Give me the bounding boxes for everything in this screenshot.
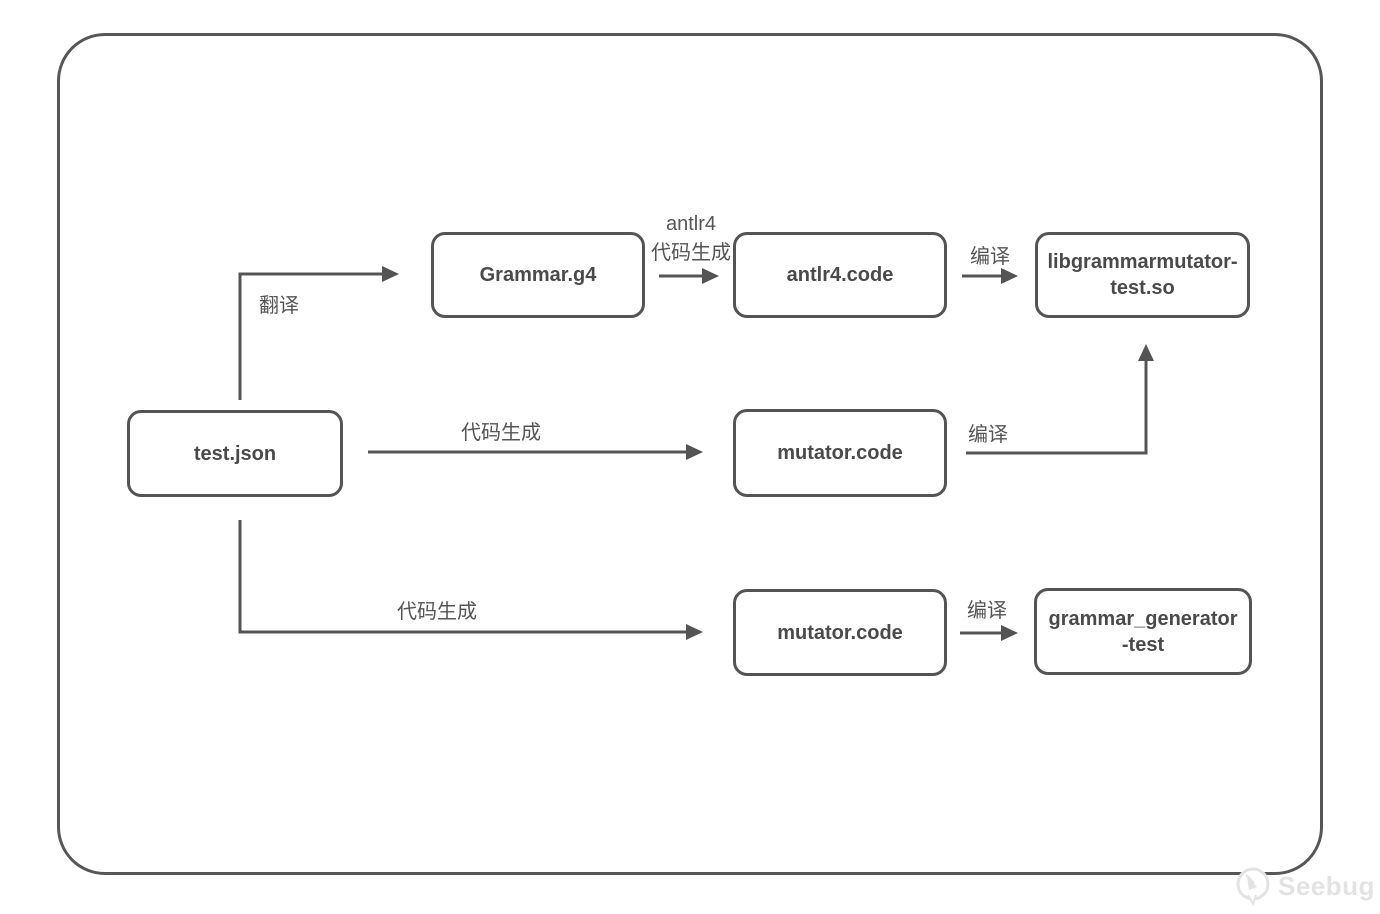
arrow-compile-top [962, 268, 1018, 284]
node-antlr4-code-label: antlr4.code [786, 264, 894, 286]
node-antlr4-code: antlr4.code [733, 232, 947, 318]
node-mutator-code-bottom: mutator.code [733, 589, 947, 676]
edge-label-codegen-mid: 代码生成 [461, 422, 541, 444]
node-grammar-generator-line2: -test [1121, 633, 1165, 656]
seebug-watermark: Seebug [1234, 864, 1375, 908]
edge-label-antlr4-codegen-line2: 代码生成 [651, 242, 731, 264]
edge-label-translate: 翻译 [259, 295, 299, 317]
node-libgrammarmutator-line1: libgrammarmutator- [1047, 251, 1238, 273]
edge-label-compile-bottom: 编译 [967, 600, 1007, 622]
node-libgrammarmutator-test-so: libgrammarmutator- test.so [1035, 232, 1250, 318]
arrow-antlr4-codegen [659, 268, 719, 284]
edge-label-compile-mid: 编译 [968, 424, 1008, 446]
edge-label-codegen-bottom: 代码生成 [397, 601, 477, 623]
arrow-compile-bottom [960, 625, 1018, 641]
arrow-codegen-mid [368, 444, 703, 460]
arrow-translate [238, 266, 399, 400]
node-mutator-code-bottom-label: mutator.code [777, 621, 903, 644]
edge-label-antlr4-codegen: antlr4 代码生成 [651, 210, 731, 268]
node-grammar-generator-line1: grammar_generator [1048, 607, 1238, 630]
node-mutator-code-mid: mutator.code [733, 409, 947, 497]
node-test-json-label: test.json [193, 442, 277, 465]
seebug-logo-icon [1236, 867, 1270, 907]
arrow-codegen-bottom [238, 520, 703, 640]
outer-frame [57, 33, 1323, 875]
node-mutator-code-mid-label: mutator.code [777, 442, 903, 464]
seebug-watermark-text: Seebug [1278, 870, 1375, 901]
arrow-compile-mid [966, 344, 1154, 455]
node-grammar-g4: Grammar.g4 [431, 232, 645, 318]
node-test-json: test.json [127, 410, 343, 497]
edge-label-antlr4-codegen-line1: antlr4 [665, 213, 717, 235]
node-grammar-g4-label: Grammar.g4 [479, 264, 597, 286]
node-grammar-generator-test: grammar_generator -test [1034, 588, 1252, 675]
node-libgrammarmutator-line2: test.so [1110, 277, 1175, 299]
edge-label-compile-top: 编译 [970, 246, 1010, 268]
